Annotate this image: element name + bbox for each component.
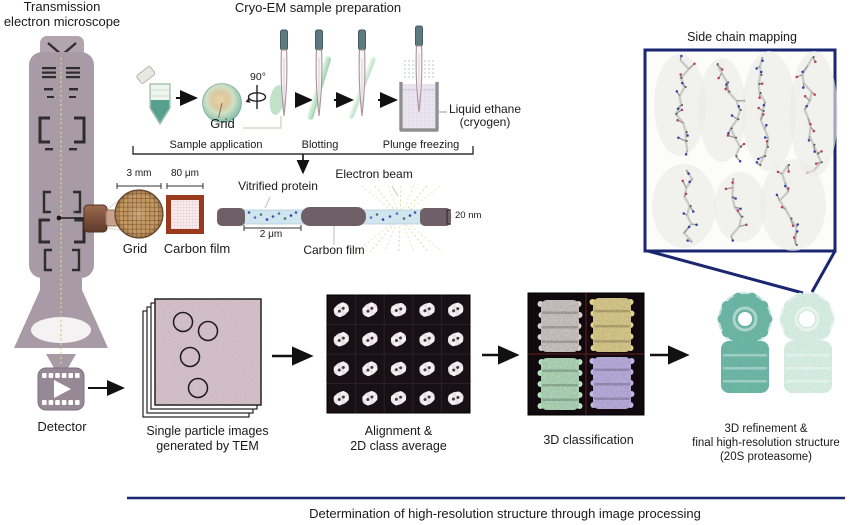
class3d-dividers <box>528 293 644 415</box>
sample-droplet <box>269 85 285 115</box>
step1-line2: generated by TEM <box>156 439 259 453</box>
rotation-icon <box>245 85 267 109</box>
vitrified-protein-label: Vitrified protein <box>238 179 318 193</box>
step4-line3: (20S proteasome) <box>719 451 813 464</box>
molecule-models <box>652 51 838 251</box>
measure-2um <box>243 225 302 231</box>
class3d-panel <box>527 292 645 416</box>
carbon-film2-label: Carbon film <box>303 243 365 257</box>
zoom-callout-line-left <box>647 249 804 295</box>
step3-label: 3D classification <box>543 433 634 447</box>
electron-beam-label: Electron beam <box>335 167 413 181</box>
film-perforations <box>42 373 80 405</box>
sample-holder-knob <box>83 204 108 233</box>
class2d-averages <box>333 302 464 406</box>
microscope-illustration <box>14 36 121 411</box>
stage-label-sample-application: Sample application <box>169 139 263 151</box>
tem-grid-label: Grid <box>122 241 148 256</box>
ethane-cup <box>399 25 439 132</box>
carbon-film-square <box>166 195 204 234</box>
step4-line1: 3D refinement & <box>724 423 808 435</box>
liquid-ethane-line2: (cryogen) <box>459 115 511 130</box>
step1-line1: Single particle images <box>146 424 269 438</box>
step2-line1: Alignment & <box>364 424 433 438</box>
grid-ball-label: Grid <box>210 116 235 131</box>
lens-brackets <box>38 116 86 272</box>
liquid-ethane-label: Liquid ethane (cryogen) <box>436 102 534 130</box>
micrograph-stack <box>142 298 262 418</box>
final-structure-renderings <box>717 292 835 393</box>
prep-title: Cryo-EM sample preparation <box>234 0 402 15</box>
thickness-label: 20 nm <box>455 210 482 221</box>
class3d-structures <box>537 298 635 410</box>
step2-line2: 2D class average <box>350 439 447 453</box>
step1-label: Single particle images generated by TEM <box>130 424 285 454</box>
sample-prep-row <box>132 25 474 175</box>
class2d-grid-lines <box>327 295 470 413</box>
stage-label-blotting: Blotting <box>301 139 339 151</box>
grid-diameter-label: 3 mm <box>126 168 152 179</box>
stage-label-plunge-freezing: Plunge freezing <box>382 139 460 151</box>
picked-particle-circles <box>172 311 219 399</box>
film-width-label: 80 μm <box>171 168 199 179</box>
film-scale-label: 2 μm <box>259 229 283 240</box>
class2d-panel <box>326 294 471 414</box>
side-chain-title: Side chain mapping <box>687 30 797 44</box>
tweezers-3 <box>357 29 367 117</box>
specimen-strip <box>217 207 452 226</box>
detector-label: Detector <box>37 419 87 434</box>
zoom-callout-line-right <box>810 250 837 293</box>
measure-3mm <box>116 183 162 189</box>
play-icon <box>54 380 71 398</box>
step4-line2: final high-resolution structure <box>692 437 840 450</box>
side-chain-box <box>643 48 838 295</box>
detector-illustration <box>37 367 85 411</box>
eppendorf-tube <box>136 66 171 126</box>
tem-title-line2: electron microscope <box>3 13 121 29</box>
stage-focus-box <box>49 206 75 230</box>
specimen-section <box>114 183 452 253</box>
beam-callout-line <box>391 185 399 197</box>
sample-grid-ball <box>202 83 242 123</box>
liquid-ethane-line1: Liquid ethane <box>448 102 522 116</box>
rotation-angle-label: 90° <box>250 71 266 83</box>
step4-label: 3D refinement & final high-resolution st… <box>682 422 850 465</box>
vitrified-callout-line <box>264 196 271 209</box>
grid-callout-line <box>243 116 282 129</box>
lens-markings <box>42 67 80 151</box>
figure-caption: Determination of high-resolution structu… <box>309 506 701 521</box>
tem-grid-mesh <box>114 189 164 239</box>
step2-label: Alignment & 2D class average <box>326 424 471 454</box>
tem-title: Transmission electron microscope <box>0 0 124 29</box>
vitrified-particles <box>247 211 417 221</box>
carbon-film-label: Carbon film <box>163 241 231 256</box>
tem-title-line1: Transmission <box>23 0 101 14</box>
measure-20nm <box>446 209 451 225</box>
measure-80um <box>166 183 204 189</box>
